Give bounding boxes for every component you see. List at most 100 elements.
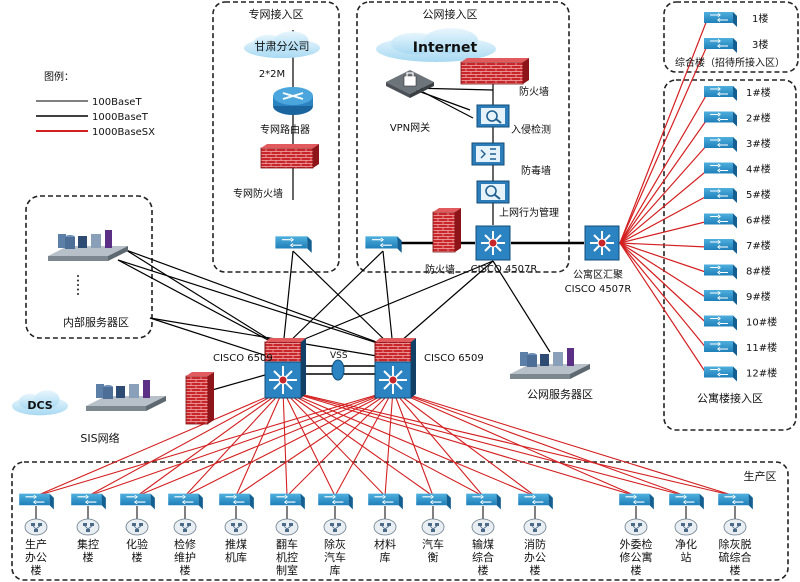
production-link-a-9 — [282, 389, 434, 497]
production-switch-6 — [269, 493, 306, 511]
public-server-link — [492, 260, 551, 353]
apartment-floor-switch-1 — [703, 85, 738, 102]
production-link-b-5 — [235, 389, 394, 497]
core-mesh-b-2 — [382, 250, 394, 349]
behavior-label: 上网行为管理 — [499, 206, 559, 219]
private-firewall-label: 专网防火墙 — [233, 187, 283, 200]
internal-server-rack — [48, 230, 128, 261]
vss-link-icon — [331, 359, 345, 381]
vpn-gateway — [386, 70, 434, 98]
sis-server-rack — [86, 380, 166, 411]
private-router-label: 专网路由器 — [260, 123, 310, 136]
core-mesh-a-3 — [282, 260, 494, 349]
apartment-floor-switch-4 — [703, 161, 738, 179]
legend-label-1: 100BaseT — [92, 97, 142, 108]
production-site-14-line-1: 除灰脱 — [719, 537, 752, 551]
apartment-floor-switch-11 — [703, 340, 738, 357]
apartment-link-10 — [619, 242, 708, 324]
production-lan-6 — [275, 518, 299, 536]
public-firewall-label: 防火墙 — [519, 85, 549, 98]
apartment-floor-label-1: 1#楼 — [746, 86, 771, 99]
ellipsis-dot-1 — [77, 275, 79, 277]
vss-label: VSS — [330, 351, 348, 361]
production-link-b-12 — [392, 389, 637, 497]
production-lan-14 — [723, 518, 747, 536]
production-site-11-line-1: 消防 — [524, 537, 546, 551]
public-server-label: 公网服务器区 — [527, 388, 593, 401]
apartment-link-11 — [619, 242, 708, 350]
apartment-link-9 — [619, 242, 708, 299]
production-site-6-line-2: 机控 — [276, 550, 298, 564]
apartment-floor-switch-10 — [703, 314, 738, 332]
production-lan-7 — [323, 518, 347, 536]
production-site-9-line-2: 衡 — [428, 551, 439, 564]
production-site-10-line-2: 综合 — [472, 550, 494, 564]
production-link-a-8 — [282, 389, 386, 497]
dcs-label: DCS — [27, 399, 52, 412]
apartment-floor-switch-6 — [703, 212, 738, 230]
legend-label-2: 1000BaseT — [92, 112, 149, 123]
production-switch-14 — [717, 493, 754, 511]
production-site-7-line-2: 汽车 — [324, 550, 346, 564]
production-site-3-line-2: 楼 — [132, 550, 143, 564]
zone-internal-box — [25, 195, 153, 339]
production-link-a-4 — [184, 389, 284, 497]
apartment-floor-label-5: 5#楼 — [746, 188, 771, 201]
production-site-7-line-1: 除灰 — [324, 537, 346, 551]
core-6509-1 — [264, 338, 306, 399]
production-link-b-11 — [392, 389, 536, 497]
apartment-link-8 — [619, 242, 708, 274]
production-site-1-line-1: 生产 — [25, 537, 47, 551]
edge-firewall — [432, 208, 461, 253]
private-cloud-label: 甘肃分公司 — [255, 40, 310, 53]
production-link-a-5 — [235, 389, 284, 497]
core-mesh-b-4 — [125, 249, 394, 349]
production-lan-8 — [373, 518, 397, 536]
production-site-5-line-1: 推煤 — [225, 537, 247, 551]
production-link-b-7 — [334, 389, 394, 497]
apartment-core-label-1: 公寓区汇聚 — [573, 268, 623, 281]
core-mesh-a-1 — [282, 250, 294, 349]
production-link-a-10 — [282, 389, 484, 497]
private-access-switch — [274, 235, 313, 254]
ellipsis-dot-2 — [77, 279, 79, 282]
production-link-a-2 — [87, 389, 284, 497]
production-site-1-line-3: 楼 — [31, 563, 42, 577]
antivirus-wall — [471, 142, 505, 166]
legend-label-3: 1000BaseSX — [92, 127, 155, 138]
vpn-label: VPN网关 — [390, 121, 430, 134]
ids-label: 入侵检测 — [511, 123, 551, 136]
network-nodes — [12, 11, 754, 536]
legend-title: 图例： — [44, 70, 74, 83]
production-link-a-12 — [282, 389, 637, 497]
production-link-a-3 — [136, 389, 284, 497]
behavior-manager — [476, 180, 510, 204]
zone-production-box — [11, 461, 789, 581]
production-lan-11 — [523, 518, 547, 536]
apartment-floor-label-3: 3#楼 — [746, 137, 771, 150]
production-switch-8 — [367, 493, 404, 511]
apartment-floor-switch-12 — [703, 365, 738, 383]
edge-firewall-label: 防火墙 — [425, 263, 455, 276]
production-site-12-line-3: 楼 — [631, 563, 642, 577]
public-server-rack — [510, 348, 590, 379]
apartment-core-label-2: CISCO 4507R — [565, 284, 632, 295]
core-mesh-a-4 — [125, 249, 284, 349]
production-switch-5 — [218, 493, 255, 511]
sis-label: SIS网络 — [80, 431, 119, 445]
production-site-12-line-2: 修公寓 — [620, 550, 653, 564]
apartment-floor-label-10: 10#楼 — [746, 316, 777, 329]
production-site-4-line-2: 维护 — [174, 550, 196, 564]
apartment-floor-switch-2 — [703, 110, 738, 128]
ellipsis-dot-3 — [77, 284, 79, 286]
complex-floor-label-1: 1楼 — [752, 12, 768, 25]
zone-complex-title: 综合楼（招待所接入区） — [675, 56, 785, 69]
production-switch-4 — [167, 493, 204, 511]
apartment-link-5 — [619, 195, 708, 244]
production-link-b-9 — [392, 389, 434, 497]
apartment-floor-label-6: 6#楼 — [746, 214, 771, 227]
zone-apartment-title: 公寓楼接入区 — [697, 391, 763, 405]
apartment-link-7 — [619, 242, 708, 248]
production-link-b-8 — [384, 389, 394, 497]
